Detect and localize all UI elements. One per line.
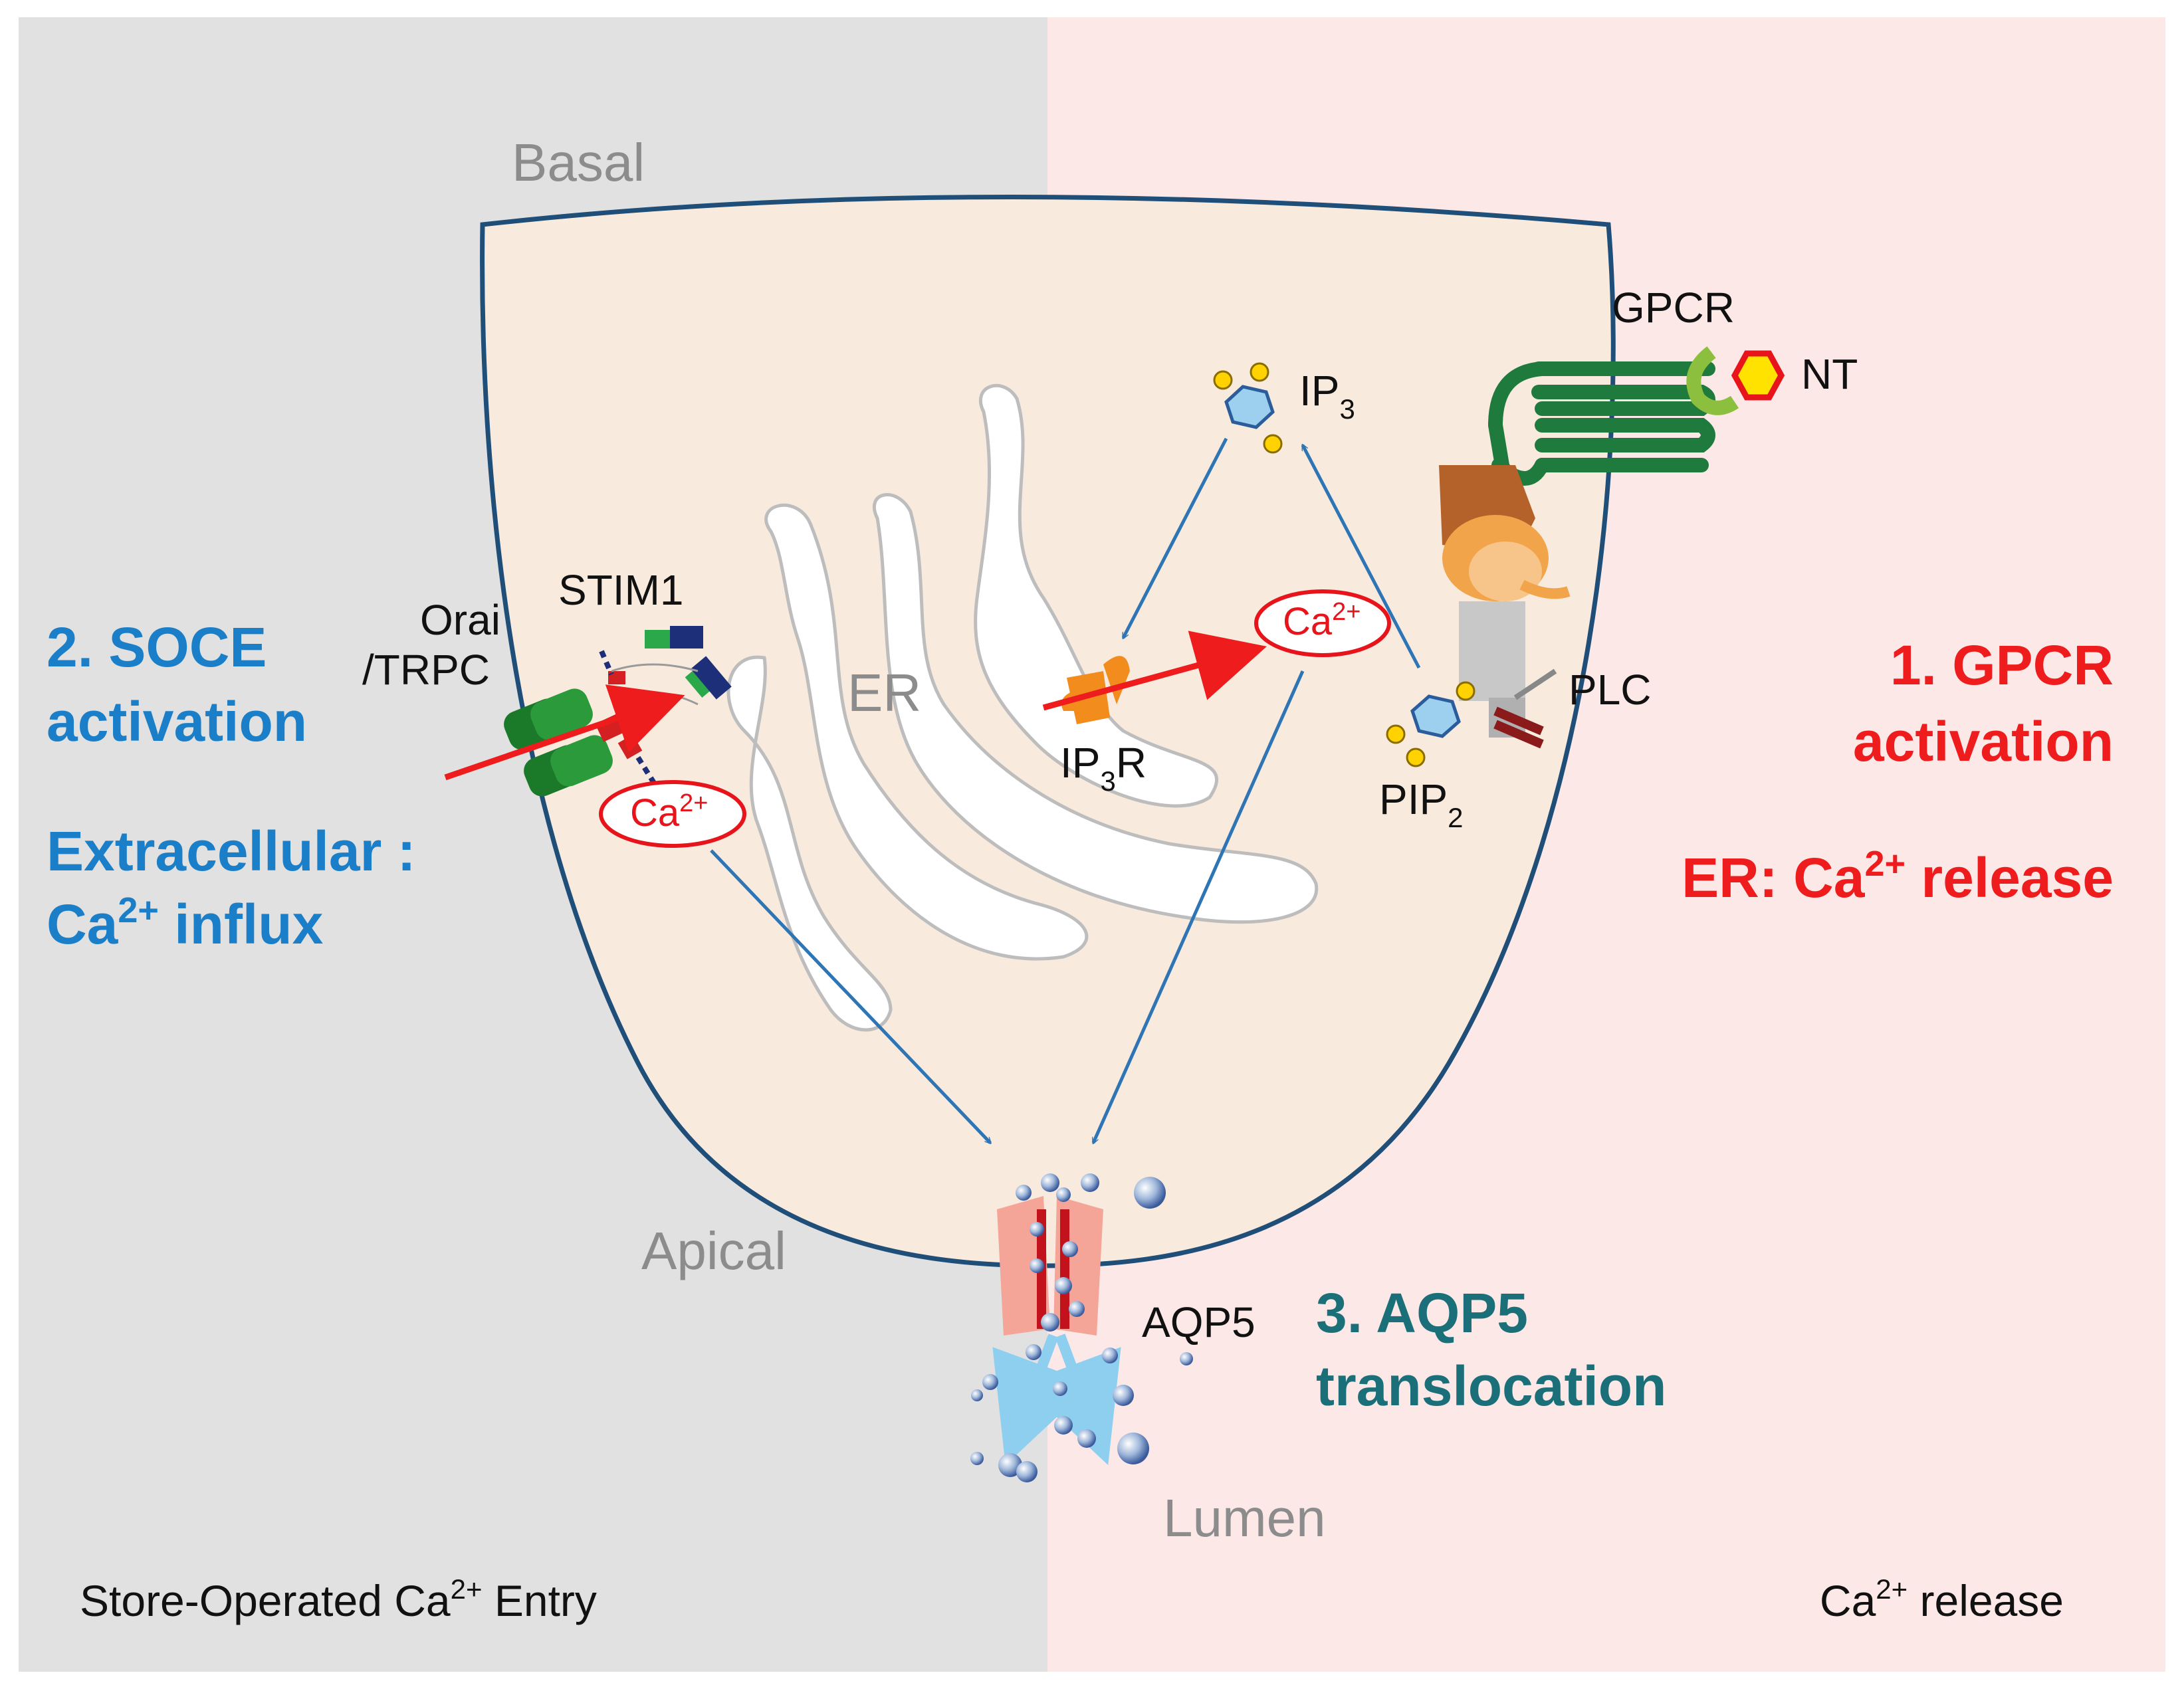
signaling-arrows — [710, 437, 1421, 1143]
aqp5-label: AQP5 — [1142, 1298, 1256, 1346]
soce-step-line2: activation — [47, 690, 307, 753]
soce-step-line1: 2. SOCE — [47, 616, 267, 678]
orai-label-line2: /TRPC — [362, 646, 490, 694]
gpcr-label: GPCR — [1612, 284, 1735, 332]
aqp5-step-line2: translocation — [1316, 1355, 1666, 1417]
gpcr-receptor — [1487, 346, 1739, 486]
right-panel-footer: Ca2+ release — [1820, 1573, 2064, 1625]
arrow-pip2-to-ip3 — [1301, 445, 1421, 669]
water-flow-arrows — [992, 1334, 1121, 1466]
extracellular-line2: Ca2+ influx — [47, 890, 324, 955]
pip2-label: PIP2 — [1379, 775, 1464, 833]
arrow-ip3-to-ip3r — [1121, 437, 1228, 638]
ip3-molecule-icon — [1213, 362, 1283, 454]
aqp5-step-line1: 3. AQP5 — [1316, 1282, 1528, 1344]
ca-er-release-arrow — [1042, 631, 1267, 711]
ip3r-label: IP3R — [1060, 739, 1147, 797]
stim1-label: STIM1 — [558, 566, 683, 614]
apical-label: Apical — [641, 1221, 786, 1280]
ca-influx-arrow — [444, 684, 685, 781]
gpcr-step-line1: 1. GPCR — [1890, 634, 2114, 696]
orai-trpc-channel-icon — [504, 688, 613, 797]
extracellular-line1: Extracellular : — [47, 820, 416, 882]
arrow-ca-er-to-aqp5 — [1091, 670, 1305, 1143]
ca-cytosol-label: Ca2+ — [630, 789, 708, 835]
gpcr-ligand-site — [1686, 346, 1739, 415]
ca-er-label: Ca2+ — [1283, 598, 1361, 643]
pip2-molecule-icon — [1386, 681, 1475, 767]
orai-label-line1: Orai — [420, 596, 500, 644]
lumen-label: Lumen — [1163, 1488, 1326, 1547]
nt-hexagon-icon — [1731, 350, 1785, 401]
nt-label: NT — [1801, 350, 1858, 398]
ca-er-bubble — [1254, 589, 1391, 657]
ca-cytosol-bubble — [599, 780, 746, 848]
er-label: ER — [847, 663, 921, 722]
water-molecules — [970, 1173, 1193, 1482]
left-panel-footer: Store-Operated Ca2+ Entry — [80, 1573, 597, 1625]
basal-label: Basal — [512, 133, 645, 192]
gpcr-step-line2: activation — [1853, 710, 2114, 773]
plc-label: PLC — [1569, 666, 1652, 714]
arrow-ca-cytosol-to-aqp5 — [710, 849, 990, 1143]
ip3-label: IP3 — [1299, 367, 1355, 425]
er-release-line: ER: Ca2+ release — [1682, 844, 2114, 909]
